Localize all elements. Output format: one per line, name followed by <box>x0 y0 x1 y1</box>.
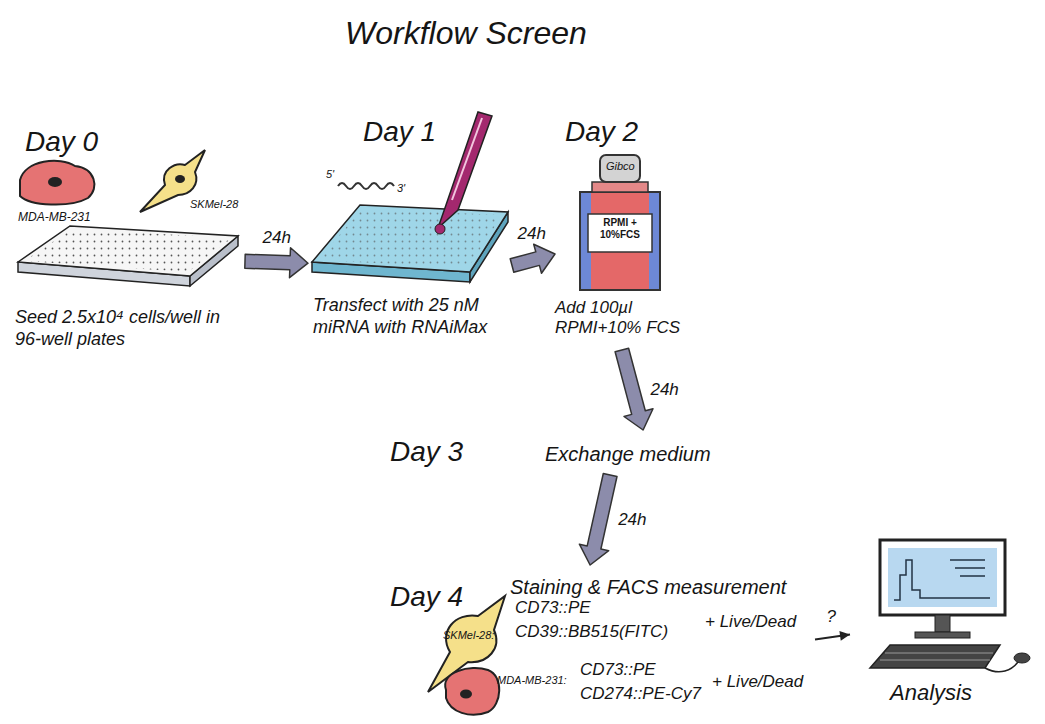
mda-cell <box>445 668 499 715</box>
step-text: Staining & FACS measurement <box>510 575 786 599</box>
block-arrow <box>510 244 555 273</box>
step-text: Transfect with 25 nM miRNA with RNAiMax <box>313 295 508 338</box>
arrow-line <box>815 631 850 641</box>
diagram-title: Workflow Screen <box>345 14 587 52</box>
pipette <box>435 112 492 234</box>
annotation-label: CD39::BB515(FITC) <box>515 622 668 642</box>
annotation-label: CD73::PE <box>515 598 591 618</box>
step-heading: Day 2 <box>565 115 638 149</box>
step-heading: Day 3 <box>390 435 463 469</box>
block-arrow <box>245 248 308 278</box>
annotation-label: RPMI + 10%FCS <box>590 217 650 241</box>
medium-bottle <box>580 155 660 290</box>
annotation-label: 5' <box>326 168 334 181</box>
step-node: Day 1 Transfect with 25 nM miRNA with RNA… <box>308 110 512 342</box>
step-heading: Day 0 <box>25 125 98 159</box>
well-plate <box>18 226 238 286</box>
annotation-label: + Live/Dead <box>705 612 796 632</box>
mda-cell <box>20 161 94 205</box>
computer <box>870 540 1030 672</box>
block-arrow <box>579 474 617 566</box>
annotation-label: CD274::PE-Cy7 <box>580 684 701 704</box>
block-arrow <box>615 348 653 430</box>
step-text: Seed 2.5x10⁴ cells/well in 96-well plate… <box>15 307 240 350</box>
annotation-label: + Live/Dead <box>712 672 803 692</box>
annotation-label: 3' <box>397 182 405 195</box>
step-text: Analysis <box>890 680 972 706</box>
step-text: Exchange medium <box>545 442 711 466</box>
step-node: Analysis <box>850 530 1035 720</box>
edge-label: 24h <box>518 224 546 244</box>
step-text: Add 100µl RPMI+10% FCS <box>555 298 695 339</box>
annotation-label: Gibco <box>606 160 635 173</box>
edge-label: 24h <box>263 228 291 248</box>
annotation-label: CD73::PE <box>580 660 656 680</box>
annotation-label: MDA-MB-231 <box>18 210 91 224</box>
step-heading: Day 4 <box>390 580 463 614</box>
well-plate-transfected <box>312 205 508 282</box>
step-heading: Day 1 <box>363 115 436 149</box>
annotation-label: SKMel-28: <box>443 629 494 642</box>
mirna-strand <box>338 183 394 189</box>
edge-label: ? <box>827 607 836 627</box>
edge-label: 24h <box>650 380 678 400</box>
annotation-label: MDA-MB-231: <box>497 674 567 687</box>
step-node: Day 3 Exchange medium <box>385 430 715 475</box>
annotation-label: SKMel-28 <box>190 198 238 211</box>
step-node: Day 0 Seed 2.5x10⁴ cells/well in 96-well … <box>10 125 245 360</box>
edge-label: 24h <box>618 510 646 530</box>
